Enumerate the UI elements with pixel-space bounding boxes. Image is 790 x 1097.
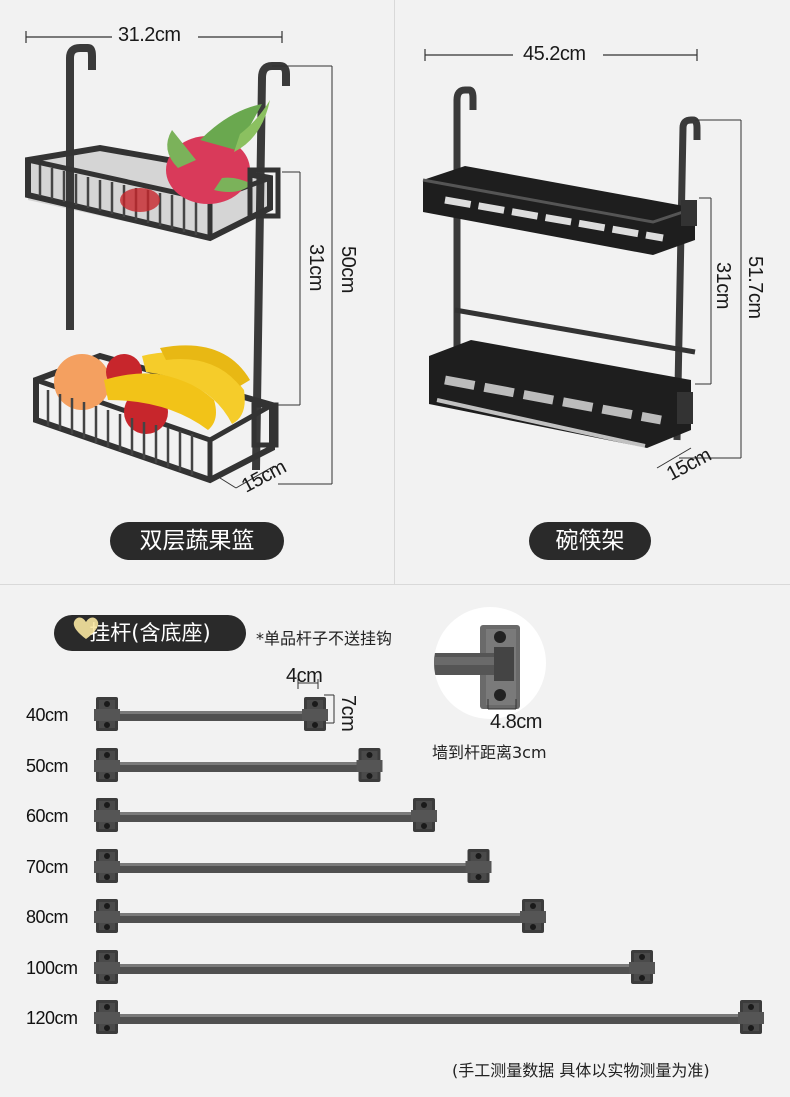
rail-length-label: 70cm xyxy=(26,856,69,877)
basket-bottom-tier xyxy=(33,345,279,484)
bowl-rack-width-dimension xyxy=(424,49,698,61)
basket-width-dimension xyxy=(25,31,283,43)
rail-list: 40cm 50cm 60cm 70cm 80cm 100cm 120cm xyxy=(0,685,790,1035)
rail-50cm xyxy=(94,747,383,782)
mount-width-label: 4.8cm xyxy=(490,711,542,733)
bracket-width-label: 4cm xyxy=(286,665,323,687)
basket-width-label: 31.2cm xyxy=(118,24,181,46)
heart-icon xyxy=(72,615,100,641)
wall-distance-label: 墙到杆距离3cm xyxy=(432,743,547,762)
rail-length-label: 80cm xyxy=(26,907,69,927)
rail-120cm xyxy=(94,1000,764,1034)
rail-length-label: 40cm xyxy=(26,705,69,725)
footer-note: (手工测量数据 具体以实物测量为准) xyxy=(452,1061,710,1080)
bracket-detail-image xyxy=(434,607,546,719)
horizontal-divider xyxy=(0,584,790,585)
rail-80cm xyxy=(94,899,546,933)
bowl-rack-gap-height-label: 31cm xyxy=(712,262,734,309)
bracket-height-label: 7cm xyxy=(337,695,359,732)
rail-section: 挂杆(含底座) *单品杆子不送挂钩 4.8cm 墙到杆距离3cm 4cm 7cm… xyxy=(0,585,790,1097)
rail-60cm xyxy=(94,798,437,832)
bowl-rack-total-height-label: 51.7cm xyxy=(744,256,766,319)
rail-40cm xyxy=(94,697,328,731)
bowl-rack-illustration xyxy=(422,86,742,469)
bowl-rack-product-label: 碗筷架 xyxy=(529,522,651,560)
rail-100cm xyxy=(94,949,655,984)
basket-illustration xyxy=(25,44,333,489)
rail-length-label: 50cm xyxy=(26,755,69,776)
rail-length-label: 120cm xyxy=(26,1008,78,1028)
rail-length-label: 100cm xyxy=(26,957,78,978)
basket-panel: 31.2cm xyxy=(0,0,394,584)
rail-70cm xyxy=(94,848,492,883)
rail-length-label: 60cm xyxy=(26,806,69,826)
basket-product-label: 双层蔬果篮 xyxy=(110,522,284,560)
vertical-divider xyxy=(394,0,395,584)
basket-gap-height-label: 31cm xyxy=(305,244,327,291)
basket-top-tier xyxy=(25,100,281,242)
rail-note: *单品杆子不送挂钩 xyxy=(256,629,393,648)
bowl-rack-panel: 45.2cm 31cm 51.7cm 15cm 碗筷架 xyxy=(395,0,790,584)
mount-width-dimension xyxy=(487,699,517,710)
bowl-rack-width-label: 45.2cm xyxy=(523,43,586,65)
basket-total-height-label: 50cm xyxy=(337,246,359,293)
